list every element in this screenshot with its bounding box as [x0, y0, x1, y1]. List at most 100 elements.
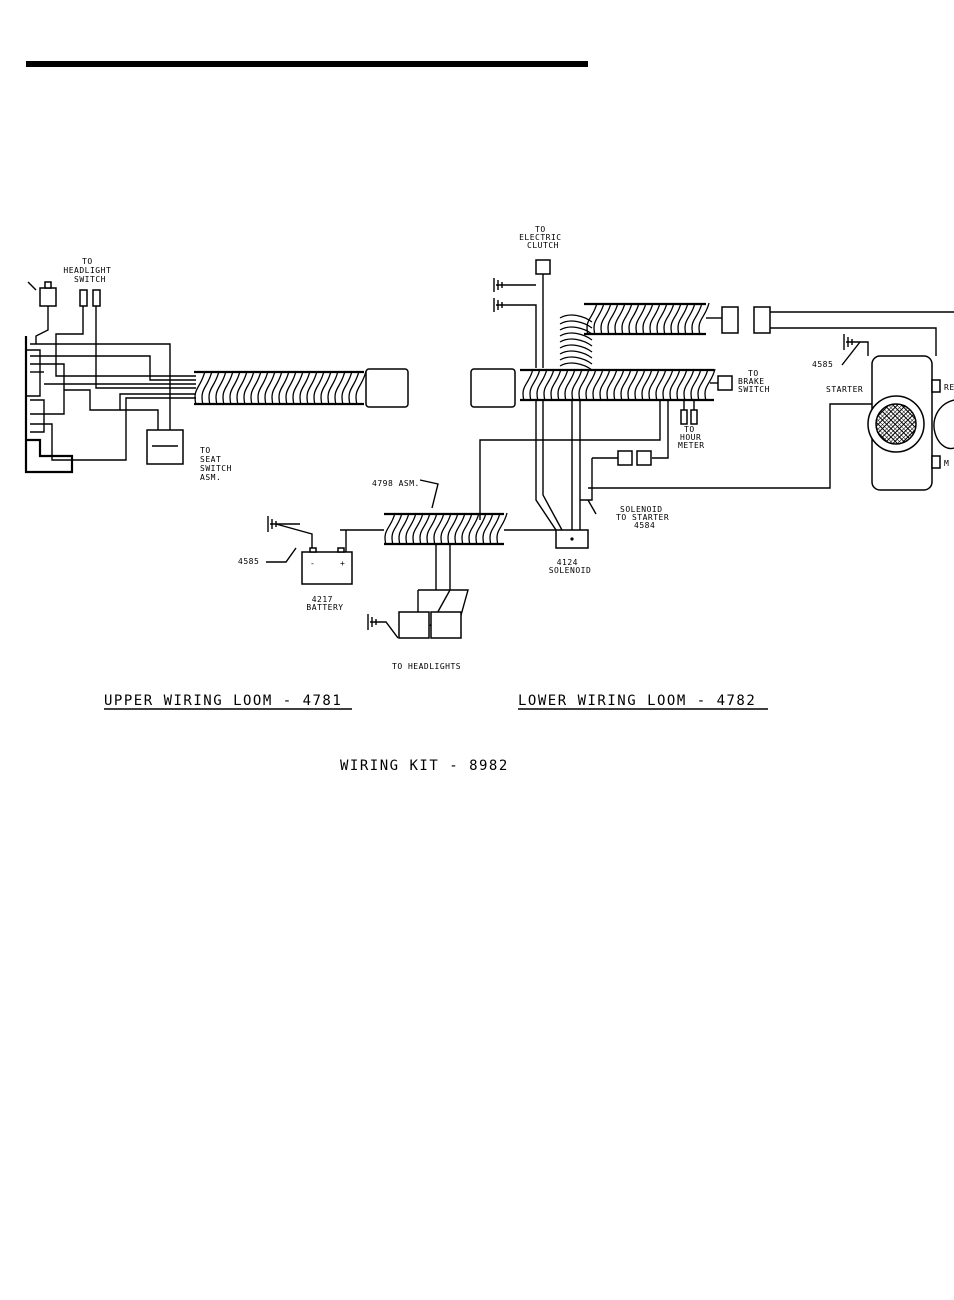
coil-wrap	[208, 370, 220, 406]
coil-wrap	[559, 320, 593, 329]
coil-wrap	[529, 368, 541, 402]
coil-wrap	[557, 368, 569, 402]
coil-wrap	[559, 356, 593, 365]
brake-switch-label: TO BRAKE SWITCH	[738, 369, 770, 394]
coil-wrap	[306, 370, 318, 406]
hour-meter-label: TO HOUR METER	[678, 425, 707, 450]
coil-wrap	[648, 368, 660, 402]
coil-wrap	[384, 512, 396, 546]
battery	[301, 551, 353, 585]
hour-meter-plug-a	[680, 409, 688, 425]
starter-side-label-1: RE	[944, 383, 954, 392]
coil-wrap	[656, 302, 668, 336]
coil-wrap	[642, 302, 654, 336]
headlight-b	[430, 611, 462, 639]
coil-wrap	[334, 370, 346, 406]
coil-wrap	[634, 368, 646, 402]
headlight-switch-connector	[39, 287, 57, 307]
coil-wrap	[264, 370, 276, 406]
coil-wrap	[559, 332, 593, 341]
coil-wrap	[536, 368, 548, 402]
inline-connector-b	[636, 450, 652, 466]
coil-wrap	[355, 370, 367, 406]
coil-wrap	[698, 302, 710, 336]
coil-wrap	[194, 370, 206, 406]
coil-wrap	[676, 368, 688, 402]
coil-wrap	[649, 302, 661, 336]
coil-wrap	[482, 512, 494, 546]
lower-loom-connector	[470, 368, 516, 408]
starter-branch-coil	[586, 302, 710, 336]
headlight-switch-plug-a	[79, 289, 88, 307]
coil-wrap	[201, 370, 213, 406]
coil-wrap	[614, 302, 626, 336]
coil-wrap	[592, 368, 604, 402]
coil-wrap	[599, 368, 611, 402]
headlights-label: TO HEADLIGHTS	[392, 662, 461, 671]
coil-wrap	[412, 512, 424, 546]
coil-wrap	[641, 368, 653, 402]
coil-wrap	[593, 302, 605, 336]
coil-wrap	[447, 512, 459, 546]
coil-wrap	[704, 368, 716, 402]
coil-wrap	[243, 370, 255, 406]
coil-wrap	[475, 512, 487, 546]
starter-side-label-2: M	[944, 459, 949, 468]
coil-wrap	[669, 368, 681, 402]
coil-wrap	[405, 512, 417, 546]
asm-4798-label: 4798 ASM.	[372, 479, 420, 488]
coil-wrap	[697, 368, 709, 402]
coil-wrap	[559, 362, 593, 371]
coil-wrap	[621, 302, 633, 336]
coil-wrap	[257, 370, 269, 406]
headlight-switch-plug-b	[92, 289, 101, 307]
coil-wrap	[543, 368, 555, 402]
coil-wrap	[496, 512, 508, 546]
starter-label: STARTER	[826, 385, 863, 394]
solenoid-to-starter-label: SOLENOID TO STARTER 4584	[616, 505, 675, 530]
coil-wrap	[606, 368, 618, 402]
coil-wrap	[271, 370, 283, 406]
coil-wrap	[468, 512, 480, 546]
coil-wrap	[670, 302, 682, 336]
coil-wrap	[559, 344, 593, 353]
coil-wrap	[391, 512, 403, 546]
asm-4798-coil	[384, 512, 508, 546]
seat-switch-label: TO SEAT SWITCH ASM.	[200, 446, 237, 482]
electric-clutch-label: TO ELECTRIC CLUTCH	[519, 225, 567, 250]
coil-wrap	[440, 512, 452, 546]
coil-wrap	[578, 368, 590, 402]
coil-wrap	[398, 512, 410, 546]
coil-wrap	[607, 302, 619, 336]
lower-loom-coil	[522, 368, 716, 402]
coil-wrap	[690, 368, 702, 402]
coil-wrap	[426, 512, 438, 546]
coil-wrap	[292, 370, 304, 406]
coil-wrap	[564, 368, 576, 402]
coil-wrap	[489, 512, 501, 546]
hour-meter-plug-b	[690, 409, 698, 425]
coil-wrap	[327, 370, 339, 406]
battery-label: 4217 BATTERY	[306, 595, 343, 612]
coil-wrap	[229, 370, 241, 406]
coil-wrap	[620, 368, 632, 402]
coil-wrap	[236, 370, 248, 406]
upper-loom-connector	[365, 368, 409, 408]
coil-wrap	[571, 368, 583, 402]
upper-loom-title: UPPER WIRING LOOM - 4781	[104, 693, 342, 709]
coil-wrap	[613, 368, 625, 402]
coil-wrap	[222, 370, 234, 406]
seat-switch-connector	[146, 429, 184, 465]
coil-wrap	[683, 368, 695, 402]
lower-wiring-loom: - + TO ELECTRIC CLUTCH TO BRAKE SWITCH	[238, 225, 954, 671]
starter-branch-connector-b	[753, 306, 771, 334]
coil-wrap	[522, 368, 534, 402]
electric-clutch-connector	[535, 259, 551, 275]
coil-wrap	[320, 370, 332, 406]
coil-wrap	[684, 302, 696, 336]
coil-wrap	[628, 302, 640, 336]
coil-wrap	[585, 368, 597, 402]
coil-wrap	[433, 512, 445, 546]
coil-wrap	[250, 370, 262, 406]
